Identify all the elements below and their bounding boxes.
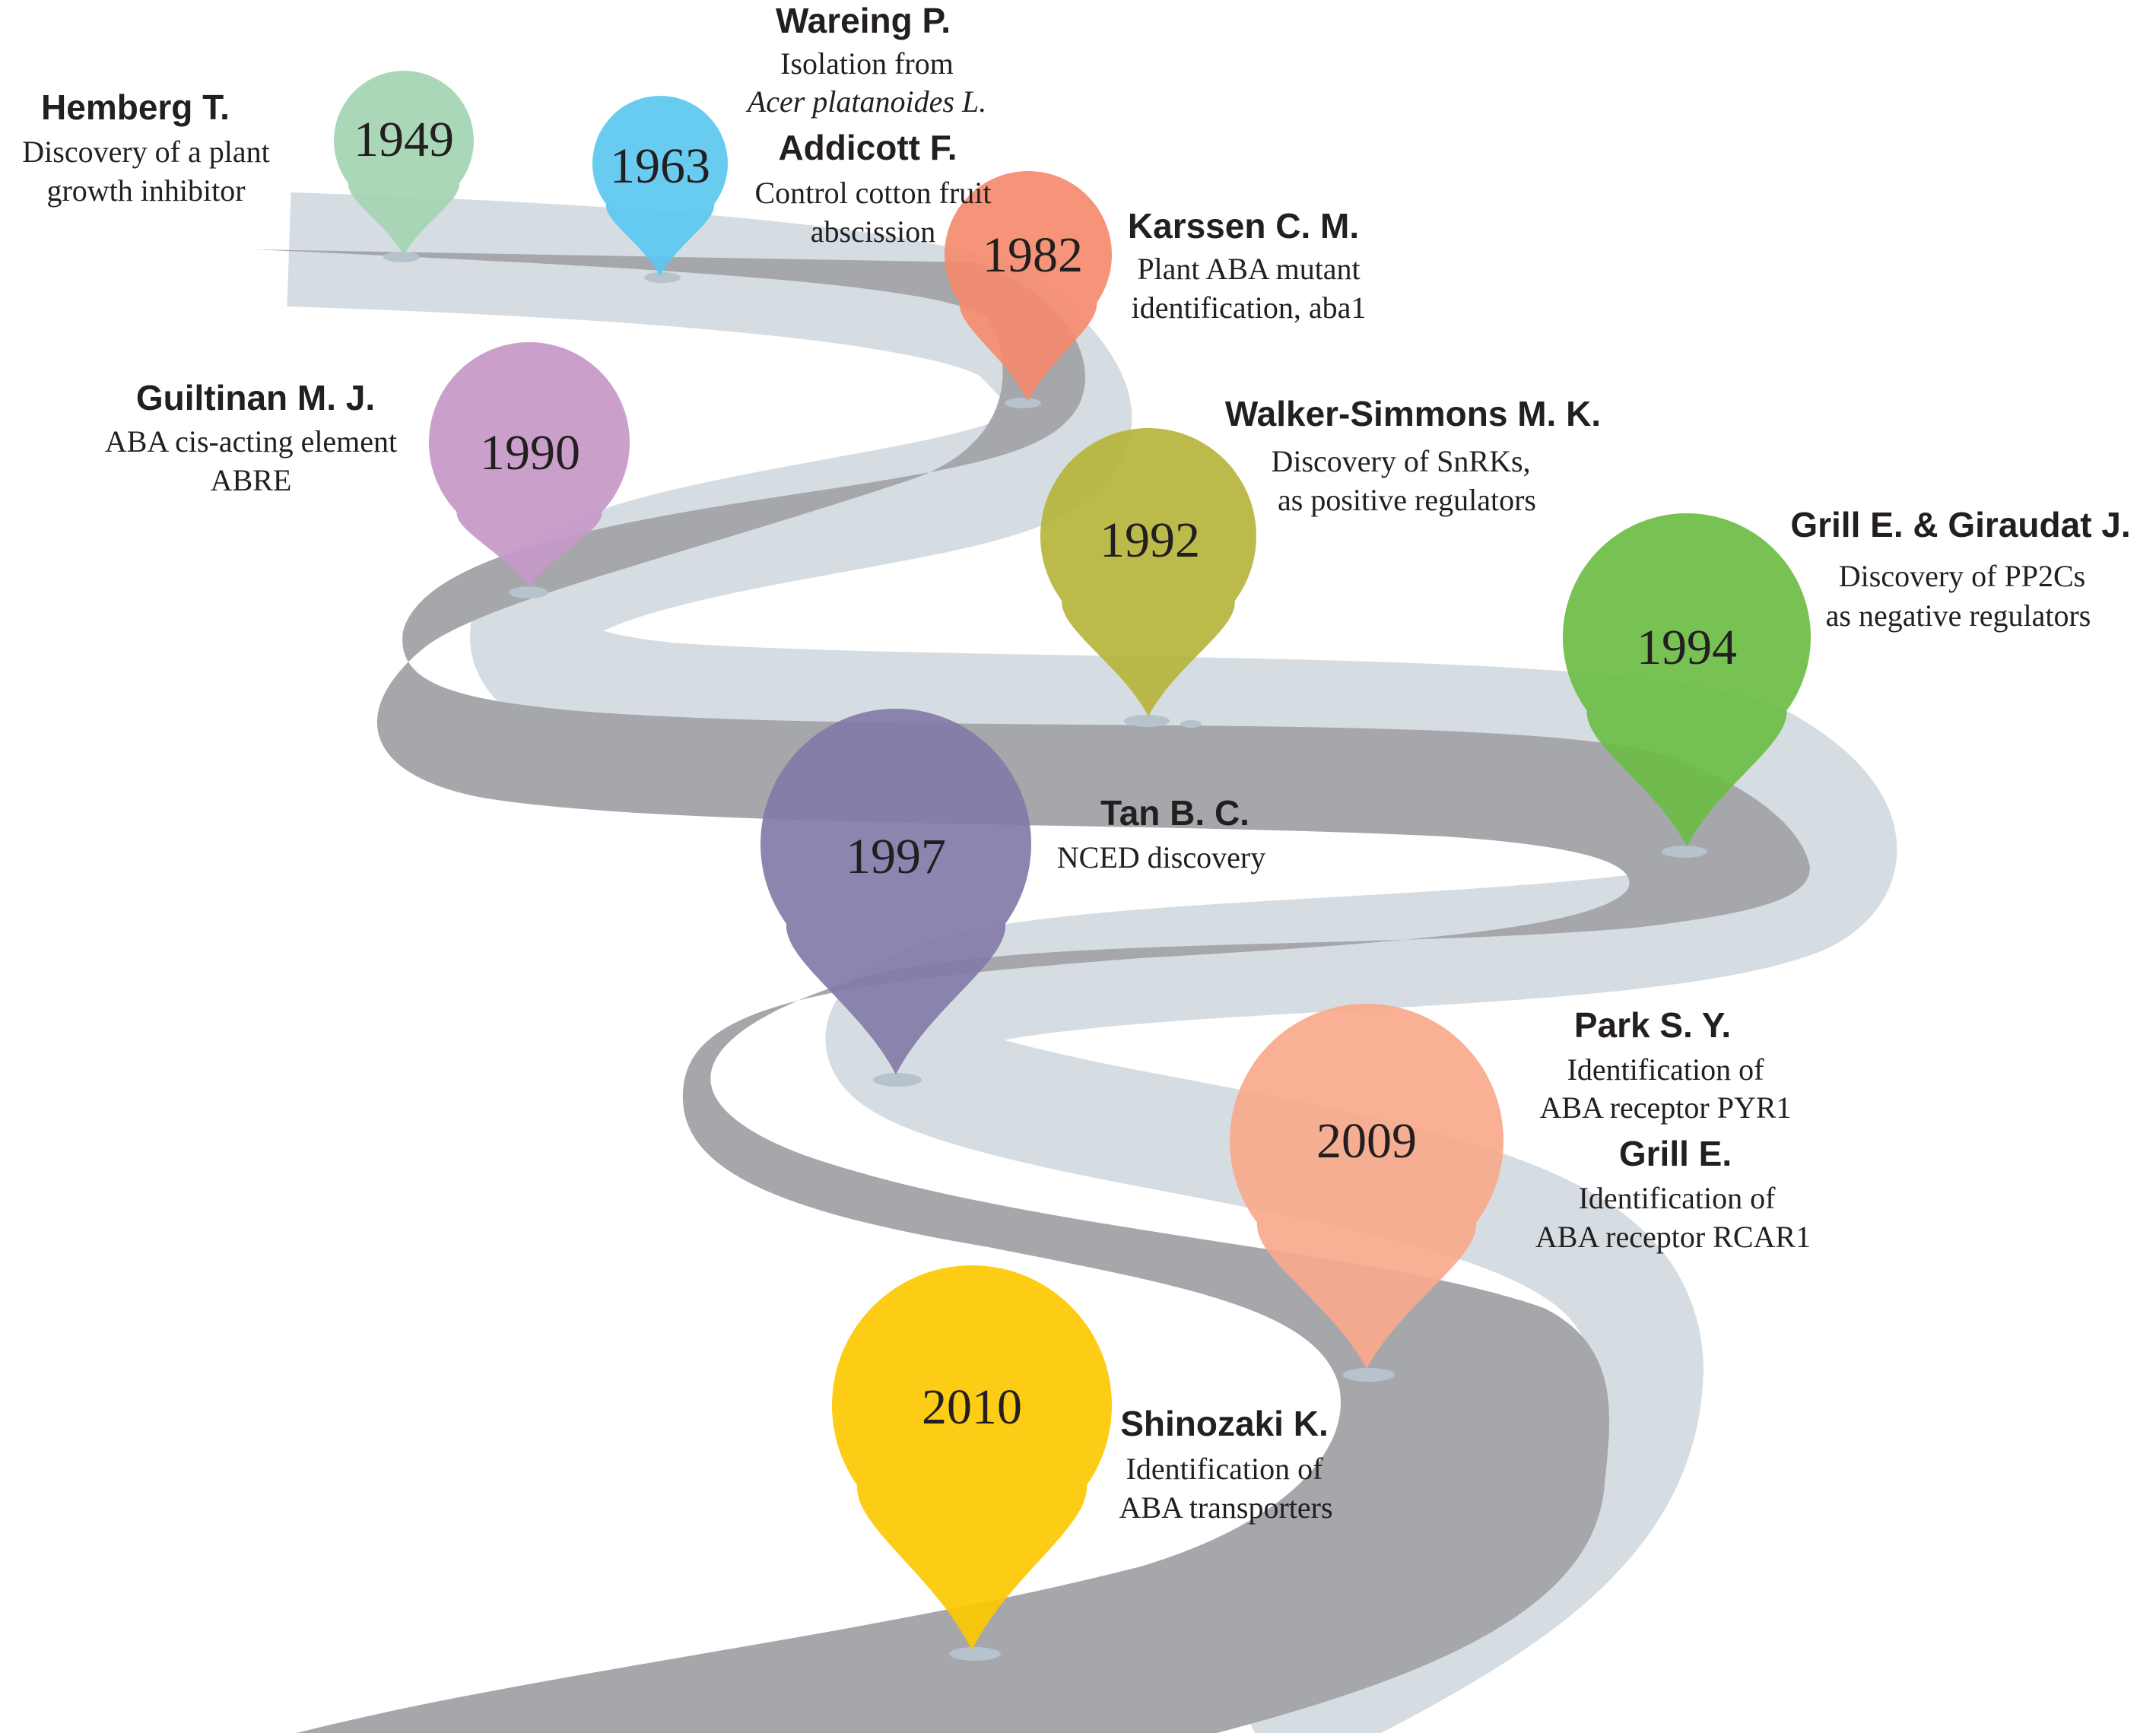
annotation-1992: Walker-Simmons M. K. Discovery of SnRKs,…	[1225, 394, 1601, 517]
map-pin-icon-1963	[592, 95, 729, 276]
pin-shadow-1990	[509, 586, 548, 598]
desc-grill-2: ABA receptor RCAR1	[1535, 1220, 1811, 1254]
desc-walker-simmons-2: as positive regulators	[1278, 483, 1536, 517]
year-label-2010: 2010	[922, 1379, 1022, 1435]
desc-addicott-1: Control cotton fruit	[754, 176, 991, 210]
pin-shadows	[383, 252, 1707, 1661]
desc-hemberg-2: growth inhibitor	[46, 173, 245, 208]
desc-karssen-1: Plant ABA mutant	[1137, 252, 1360, 286]
year-label-1990: 1990	[480, 425, 580, 481]
desc-shinozaki-2: ABA transporters	[1119, 1490, 1332, 1525]
pin-shadow-1992	[1124, 715, 1170, 727]
author-park: Park S. Y.	[1574, 1005, 1731, 1045]
year-label-1992: 1992	[1100, 513, 1200, 568]
author-tan: Tan B. C.	[1100, 793, 1249, 833]
pin-shadow-1992b	[1180, 720, 1202, 728]
map-pin-icon-2010	[832, 1265, 1113, 1650]
map-pin-icon-1997	[760, 708, 1031, 1074]
desc-guiltinan-2: ABRE	[211, 463, 292, 497]
pin-shadow-2010	[949, 1647, 1001, 1661]
annotation-1997: Tan B. C. NCED discovery	[1057, 793, 1265, 874]
year-label-1982: 1982	[983, 227, 1083, 283]
annotation-1990: Guiltinan M. J. ABA cis-acting element A…	[105, 378, 397, 497]
pin-shadow-1982	[1005, 398, 1041, 408]
desc-wareing-1: Isolation from	[780, 46, 954, 81]
year-label-2009: 2009	[1316, 1113, 1417, 1169]
desc-grill-giraudat-2: as negative regulators	[1826, 598, 2091, 633]
year-label-1963: 1963	[610, 138, 710, 194]
year-label-1949: 1949	[354, 112, 454, 167]
year-label-1994: 1994	[1637, 620, 1737, 675]
annotation-1994: Grill E. & Giraudat J. Discovery of PP2C…	[1790, 505, 2130, 633]
pins	[334, 70, 1811, 1650]
map-pin-icon-1990	[429, 342, 630, 588]
desc-guiltinan-1: ABA cis-acting element	[105, 424, 397, 459]
desc-addicott-2: abscission	[811, 214, 935, 249]
road-shadow	[287, 192, 1897, 1733]
desc-grill-1: Identification of	[1579, 1181, 1776, 1215]
author-grill-giraudat: Grill E. & Giraudat J.	[1790, 505, 2130, 544]
road-surface	[255, 249, 1810, 1733]
map-pin-icon-1982	[945, 171, 1112, 402]
annotation-1982: Karssen C. M. Plant ABA mutant identific…	[1128, 206, 1367, 325]
year-label-1997: 1997	[846, 829, 946, 884]
desc-grill-giraudat-1: Discovery of PP2Cs	[1839, 559, 2085, 593]
pin-shadow-1994	[1662, 846, 1707, 858]
annotation-1949: Hemberg T. Discovery of a plant growth i…	[22, 87, 269, 208]
desc-hemberg-1: Discovery of a plant	[22, 135, 269, 169]
desc-park-1: Identification of	[1567, 1052, 1764, 1087]
author-shinozaki: Shinozaki K.	[1120, 1404, 1328, 1443]
desc-shinozaki-1: Identification of	[1126, 1452, 1323, 1486]
desc-karssen-2: identification, aba1	[1132, 290, 1367, 325]
pin-shadow-2009	[1343, 1368, 1395, 1382]
author-karssen: Karssen C. M.	[1128, 206, 1359, 246]
author-addicott: Addicott F.	[778, 128, 957, 167]
author-hemberg: Hemberg T.	[41, 87, 230, 127]
author-guiltinan: Guiltinan M. J.	[136, 378, 375, 417]
author-wareing: Wareing P.	[776, 1, 951, 40]
road	[255, 192, 1897, 1733]
map-pin-icon-1949	[334, 70, 475, 256]
desc-tan-1: NCED discovery	[1057, 840, 1265, 874]
year-labels: 1949 1963 1982 1990 1992 1994 1997 2009 …	[354, 112, 1737, 1435]
author-walker-simmons: Walker-Simmons M. K.	[1225, 394, 1601, 433]
annotations: Hemberg T. Discovery of a plant growth i…	[22, 1, 2130, 1525]
annotation-1963: Wareing P. Isolation from Acer platanoid…	[745, 1, 992, 249]
desc-park-2: ABA receptor PYR1	[1539, 1090, 1791, 1125]
pin-shadow-1963	[644, 272, 681, 283]
desc-wareing-2: Acer platanoides L.	[745, 84, 986, 119]
author-grill: Grill E.	[1619, 1134, 1732, 1173]
annotation-2010: Shinozaki K. Identification of ABA trans…	[1119, 1404, 1332, 1525]
desc-walker-simmons-1: Discovery of SnRKs,	[1271, 444, 1530, 478]
map-pin-icon-2009	[1230, 1004, 1504, 1369]
pin-shadow-1997	[873, 1073, 922, 1087]
pin-shadow-1949	[383, 252, 420, 262]
map-pin-icon-1994	[1563, 513, 1811, 846]
map-pin-icon-1992	[1040, 428, 1256, 716]
annotation-2009: Park S. Y. Identification of ABA recepto…	[1535, 1005, 1811, 1254]
